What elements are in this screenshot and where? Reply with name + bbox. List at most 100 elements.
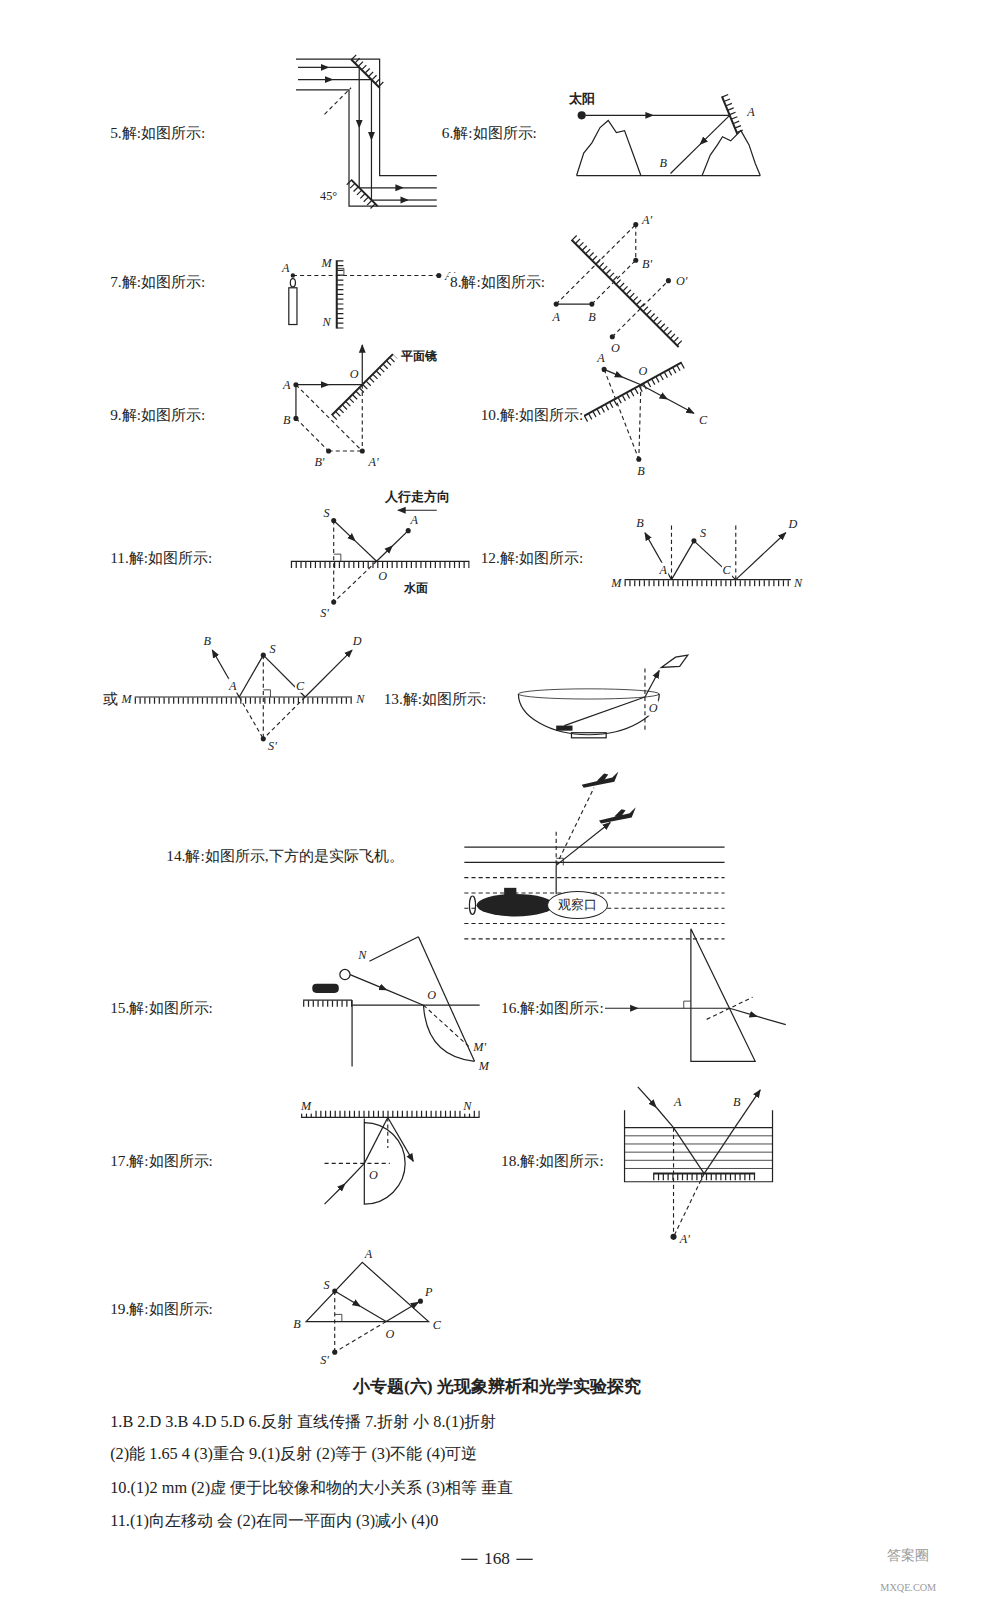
point-label: B' xyxy=(313,455,325,470)
caption-text: 14.解:如图所示,下方的是实际飞机。 xyxy=(165,847,404,865)
caption-text: 9.解:如图所示: xyxy=(109,406,206,424)
point-label: D xyxy=(788,516,799,531)
node-text: 观察口 xyxy=(558,896,597,914)
caption-text: 8.解:如图所示: xyxy=(449,272,546,290)
point-label: S' xyxy=(319,606,330,621)
water-tank-figure xyxy=(625,1087,773,1240)
point-label: O xyxy=(349,366,360,381)
caption-text: 7.解:如图所示: xyxy=(109,272,206,290)
plane-mirror-figure xyxy=(293,345,395,454)
watermark: 答案圈 xyxy=(886,1548,930,1565)
point-label: S xyxy=(268,642,276,657)
mirror-image-figure xyxy=(554,222,682,347)
point-label: O xyxy=(426,988,437,1003)
point-label: M xyxy=(478,1059,490,1074)
caption-text: 12.解:如图所示: xyxy=(480,549,585,567)
point-label: C xyxy=(432,1317,442,1332)
point-label: O xyxy=(384,1326,395,1341)
point-label: B xyxy=(732,1095,741,1110)
candle-mirror-figure xyxy=(289,260,442,328)
watermark: MXQE.COM xyxy=(879,1582,937,1594)
point-label: A xyxy=(282,377,291,392)
answer-line: 1.B 2.D 3.B 4.D 5.D 6.反射 直线传播 7.折射 小 8.(… xyxy=(109,1412,497,1432)
point-label: O' xyxy=(675,273,688,288)
point-label: S xyxy=(323,506,331,521)
point-label: A xyxy=(596,351,605,366)
point-label: B xyxy=(202,634,211,649)
caption-text: 5.解:如图所示: xyxy=(109,123,206,141)
point-label: O xyxy=(610,341,621,356)
water-reflection-figure xyxy=(291,510,470,604)
point-label: D xyxy=(352,634,363,649)
point-label: B xyxy=(659,156,668,171)
caption-text: 45° xyxy=(319,189,338,204)
point-label: M xyxy=(610,575,622,590)
point-label: S xyxy=(323,1277,331,1292)
point-label: A xyxy=(673,1095,682,1110)
page-dash xyxy=(516,1559,532,1560)
prism-figure xyxy=(582,929,786,1062)
point-label: A' xyxy=(641,213,653,228)
well-figure xyxy=(303,937,480,1067)
point-label: B xyxy=(636,464,645,479)
point-label: B xyxy=(587,310,596,325)
point-label: O xyxy=(638,364,649,379)
submarine-figure xyxy=(464,771,724,938)
point-label: M' xyxy=(472,1040,487,1055)
caption-text: 18.解:如图所示: xyxy=(500,1152,605,1170)
point-label: S' xyxy=(319,1353,330,1368)
bowl-figure xyxy=(518,655,687,738)
answer-line: 11.(1)向左移动 会 (2)在同一平面内 (3)减小 (4)0 xyxy=(109,1511,439,1531)
point-label: N xyxy=(321,315,331,330)
point-label: A xyxy=(410,513,419,528)
two-ray-figure xyxy=(625,526,791,584)
periscope-figure xyxy=(296,57,437,209)
point-label: 或 xyxy=(102,690,119,708)
point-label: B xyxy=(292,1316,301,1331)
point-label: C xyxy=(295,678,305,693)
sun-mirror-figure xyxy=(577,95,761,175)
point-label: M xyxy=(300,1099,312,1114)
point-label: A' xyxy=(367,455,379,470)
page-number: 168 xyxy=(483,1549,511,1570)
point-label: B xyxy=(635,515,644,530)
point-label: M xyxy=(120,692,132,707)
point-label: A xyxy=(659,563,668,578)
point-label: N xyxy=(793,575,803,590)
caption-text: 13.解:如图所示: xyxy=(383,690,488,708)
point-label: A xyxy=(746,105,755,120)
caption-text: 19.解:如图所示: xyxy=(109,1300,214,1318)
point-label: M xyxy=(320,256,332,271)
point-label: S xyxy=(699,525,707,540)
point-label: A xyxy=(551,310,560,325)
caption-text: 10.解:如图所示: xyxy=(480,406,585,424)
triangle-figure xyxy=(306,1262,428,1354)
caption-text: 16.解:如图所示: xyxy=(500,999,605,1017)
point-label: O xyxy=(648,701,659,716)
point-label: C xyxy=(722,563,732,578)
point-label: 太阳 xyxy=(568,91,596,107)
point-label: C xyxy=(698,413,708,428)
point-label: B' xyxy=(641,257,653,272)
caption-text: 人行走方向 xyxy=(384,489,451,505)
page-dash xyxy=(461,1559,477,1560)
two-ray-alt-figure xyxy=(135,650,352,741)
reflection-figure xyxy=(580,362,694,461)
answer-line: (2)能 1.65 4 (3)重合 9.(1)反射 (2)等于 (3)不能 (4… xyxy=(109,1444,478,1464)
semicircle-glass-figure xyxy=(301,1114,480,1204)
point-label: N xyxy=(357,948,367,963)
caption-text: 17.解:如图所示: xyxy=(109,1152,214,1170)
point-label: A' xyxy=(679,1232,691,1247)
section-heading: 小专题(六) 光现象辨析和光学实验探究 xyxy=(352,1377,642,1398)
point-label: A xyxy=(228,678,237,693)
point-label: S' xyxy=(267,739,278,754)
point-label: P xyxy=(424,1285,433,1300)
point-label: A xyxy=(281,261,290,276)
point-label: 水面 xyxy=(403,580,429,595)
point-label: A xyxy=(364,1247,373,1262)
point-label: O xyxy=(377,568,388,583)
